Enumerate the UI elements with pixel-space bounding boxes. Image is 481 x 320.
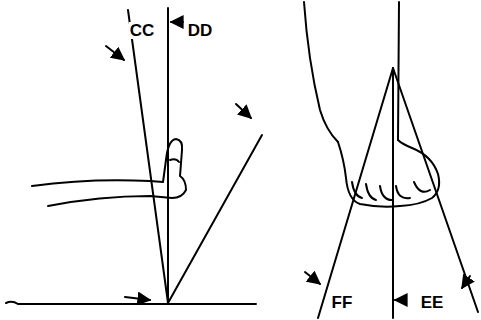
angle-label: FF [331, 294, 354, 311]
thumb-nail [170, 159, 179, 162]
angle-label: DD [187, 22, 214, 39]
cc-arrow [106, 46, 124, 60]
base-line [6, 302, 256, 304]
vertical-line [392, 68, 394, 318]
dd-arrow [171, 21, 183, 23]
leg-outline [304, 2, 338, 142]
ff-arrow [305, 272, 320, 284]
ee-arrow [395, 299, 406, 301]
cc-line [128, 10, 168, 303]
ee-line [393, 68, 478, 312]
toes [352, 182, 430, 200]
leg-outline [398, 2, 399, 140]
hand-outline [32, 139, 186, 206]
foot-outline [338, 140, 439, 207]
dd-arrow-2 [236, 104, 251, 118]
angle-label: CC [129, 22, 156, 39]
ee-arrow-2 [462, 276, 470, 288]
angle-label: EE [420, 294, 445, 311]
base-arrow [125, 297, 150, 300]
